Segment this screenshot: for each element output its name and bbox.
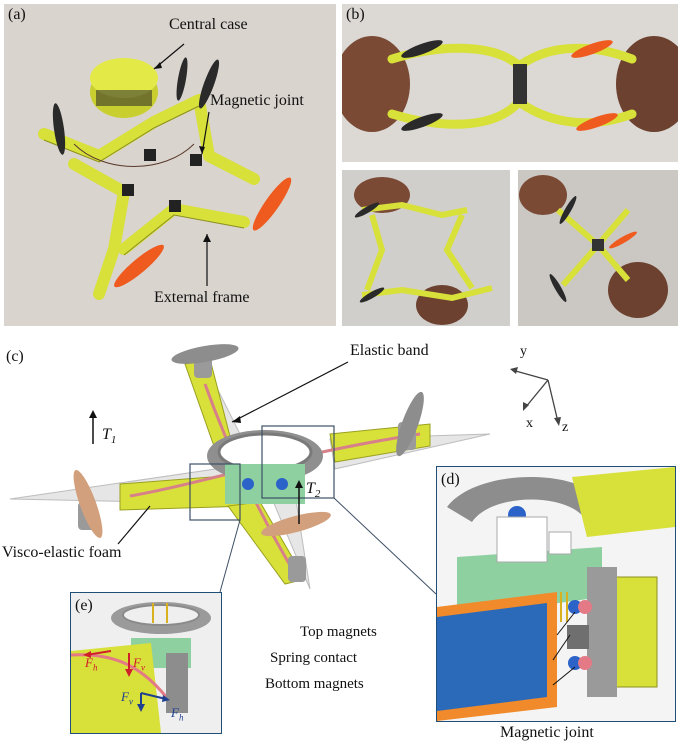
photo-panel-a: (a) Central case Magnetic joint External… (4, 4, 336, 326)
caption-magnetic-joint: Magnetic joint (500, 724, 594, 741)
photo-panel-b-left (342, 170, 510, 326)
label-spring-contact: Spring contact (270, 650, 358, 666)
label-thrust-t2: T2 (306, 480, 321, 501)
drone-photo-b (342, 4, 678, 162)
panel-label-a: (a) (8, 6, 26, 23)
drone-photo-b-left (354, 177, 493, 325)
label-external-frame: External frame (154, 289, 250, 306)
label-top-magnets: Top magnets (300, 624, 377, 640)
label-central-case: Central case (169, 16, 248, 33)
photo-panel-b: (b) (342, 4, 678, 162)
force-diagram-render (71, 593, 221, 733)
inset-panel-d: (d) (436, 466, 676, 722)
drone-photo-b-right (519, 175, 668, 318)
force-label-fh-blue: Fh (171, 705, 184, 723)
panel-label-d: (d) (441, 471, 460, 488)
panel-label-e: (e) (75, 597, 93, 614)
photo-panel-b-right (518, 170, 678, 326)
force-label-fv-red: Fv (133, 655, 145, 673)
drone-photo-a (38, 43, 292, 300)
axis-label-x: x (526, 416, 533, 431)
force-label-fh-red: Fh (85, 655, 98, 673)
label-magnetic-joint: Magnetic joint (210, 92, 304, 109)
label-thrust-t1: T1 (102, 426, 117, 447)
inset-panel-e: (e) Fh Fv Fv Fh (70, 592, 222, 734)
axis-label-y: y (520, 344, 527, 359)
drone-render-c (9, 344, 561, 595)
panel-label-b: (b) (346, 6, 365, 23)
label-visco-elastic-foam: Visco-elastic foam (2, 544, 122, 561)
magnetic-joint-render (437, 467, 675, 721)
label-elastic-band: Elastic band (350, 342, 429, 359)
panel-label-c: (c) (6, 348, 24, 365)
axis-label-z: z (562, 420, 569, 435)
force-label-fv-blue: Fv (121, 689, 133, 707)
label-bottom-magnets: Bottom magnets (265, 676, 364, 692)
